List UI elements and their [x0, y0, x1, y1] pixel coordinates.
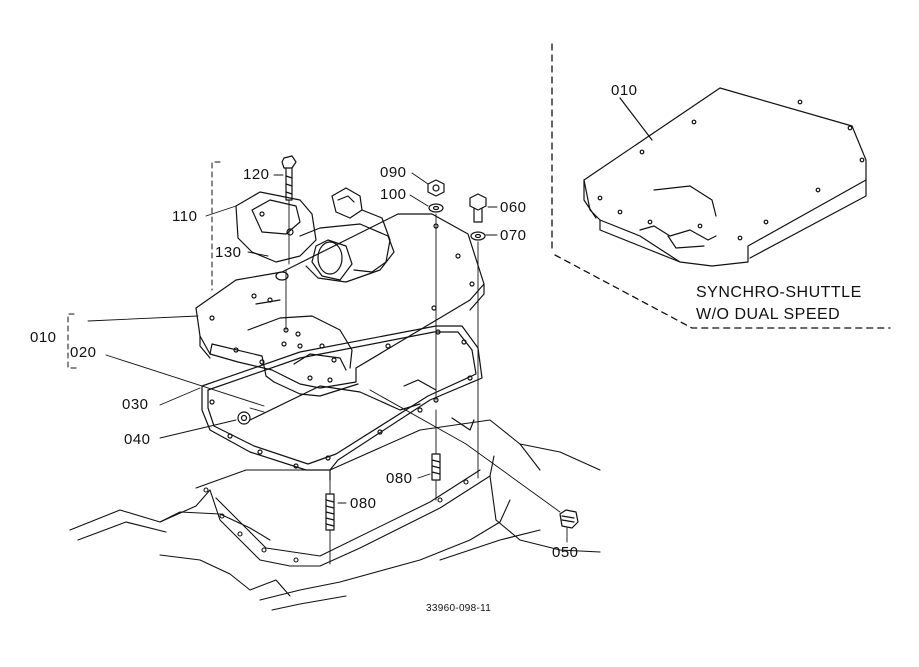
callout-080-lower: 080: [350, 495, 377, 512]
callout-010: 010: [30, 329, 57, 346]
inset-frame: [551, 43, 891, 329]
assembly-lines: [249, 199, 561, 565]
callout-020: 020: [70, 344, 97, 361]
callout-100: 100: [380, 186, 407, 203]
callout-060: 060: [500, 199, 527, 216]
inset-valve-plate: [583, 87, 867, 267]
hardware-parts: [237, 155, 579, 531]
callout-090: 090: [380, 164, 407, 181]
transmission-case: [69, 419, 601, 611]
callout-030: 030: [122, 396, 149, 413]
callout-120: 120: [243, 166, 270, 183]
callout-010-inset: 010: [611, 82, 638, 99]
group-brackets: [67, 161, 221, 369]
leader-lines: [87, 172, 568, 543]
callout-070: 070: [500, 227, 527, 244]
callout-040: 040: [124, 431, 151, 448]
callout-110: 110: [172, 208, 198, 225]
valve-plate: [195, 213, 485, 397]
drawing-number: 33960-098-11: [426, 603, 492, 614]
inset-note-line1: SYNCHRO-SHUTTLE: [696, 284, 862, 301]
callout-130: 130: [215, 244, 242, 261]
inset-note-line2: W/O DUAL SPEED: [696, 306, 841, 323]
gasket: [201, 325, 483, 481]
solenoid-valve: [235, 187, 395, 283]
callout-050: 050: [552, 544, 579, 561]
callout-080-upper: 080: [386, 470, 413, 487]
